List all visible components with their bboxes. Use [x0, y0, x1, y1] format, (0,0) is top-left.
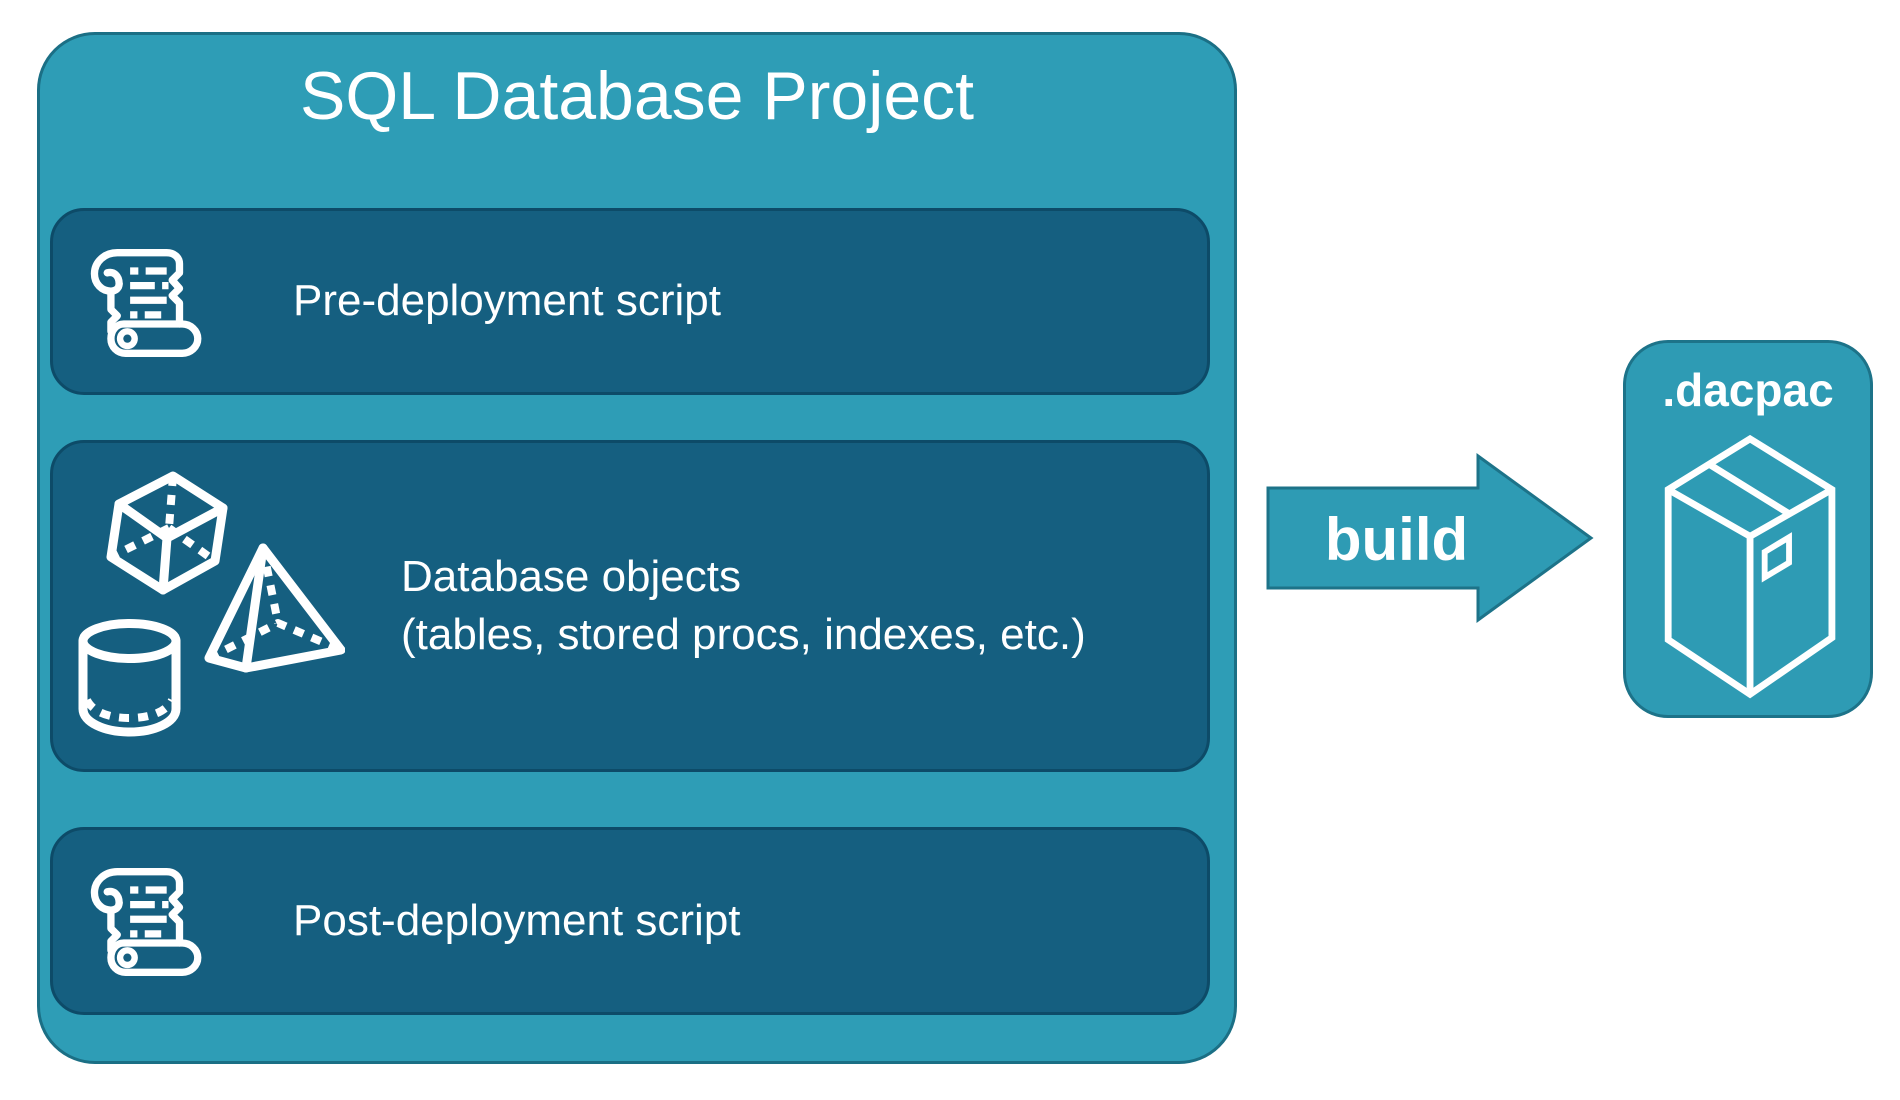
database-objects-box: Database objects (tables, stored procs, …	[50, 440, 1210, 772]
package-box-icon	[1664, 435, 1840, 703]
diagram-title: SQL Database Project	[299, 58, 975, 134]
dacpac-label: .dacpac	[1662, 364, 1834, 416]
database-objects-line2: (tables, stored procs, indexes, etc.)	[401, 610, 1086, 659]
dacpac-output-box: .dacpac	[1623, 340, 1873, 718]
database-objects-label: Database objects (tables, stored procs, …	[401, 548, 1086, 664]
database-objects-line1: Database objects	[401, 551, 741, 601]
post-deployment-script-box: Post-deployment script	[50, 827, 1210, 1015]
build-arrow-label: build	[1324, 505, 1469, 573]
pre-deployment-script-box: Pre-deployment script	[50, 208, 1210, 395]
scroll-icon	[78, 860, 206, 984]
pre-deployment-label: Pre-deployment script	[293, 276, 721, 326]
post-deployment-label: Post-deployment script	[293, 895, 741, 945]
geometric-shapes-icon	[73, 464, 345, 739]
build-arrow-icon	[1266, 453, 1594, 623]
scroll-icon	[78, 241, 206, 365]
